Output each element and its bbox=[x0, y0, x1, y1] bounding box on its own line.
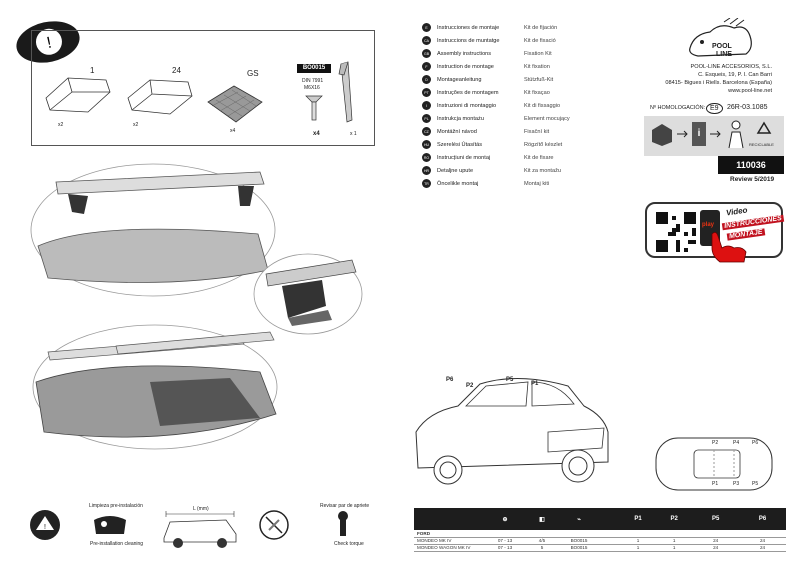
cleaning-step-bottom: Pre-installation cleaning bbox=[90, 541, 144, 547]
header-p6: P6 bbox=[739, 508, 786, 530]
homologation-number: 26R-03.1085 bbox=[727, 104, 768, 111]
car-measure-icon bbox=[163, 511, 237, 548]
torque-step-bottom: Check torque bbox=[334, 541, 364, 547]
arrow-icon bbox=[710, 130, 721, 138]
part-1-label: 1 bbox=[90, 66, 95, 75]
warning-icon: ! bbox=[35, 28, 62, 55]
bolt-icon bbox=[305, 95, 323, 121]
svg-text:!: ! bbox=[45, 34, 53, 52]
car-perspective-diagram bbox=[415, 378, 609, 485]
bolt-size: M6X16 bbox=[304, 85, 320, 91]
svg-text:!: ! bbox=[44, 524, 46, 531]
fitment-table: ⊕ ◧ ⌁ P1 P2 P5 P6 FORD MONDEO MK IV 07 -… bbox=[414, 508, 786, 552]
torque-step-top: Revisar par de apriete bbox=[320, 503, 370, 509]
recycle-icon bbox=[756, 121, 772, 134]
position-p1: P1 bbox=[531, 381, 539, 387]
qr-code-icon[interactable] bbox=[656, 212, 696, 252]
position-p5-top: P5 bbox=[752, 481, 759, 487]
door-icon: ◧ bbox=[539, 516, 545, 523]
table-header-row: ⊕ ◧ ⌁ P1 P2 P5 P6 bbox=[414, 508, 786, 530]
key-qty: x 1 bbox=[350, 131, 357, 137]
part-24-illustration bbox=[127, 79, 193, 115]
position-p1-top: P1 bbox=[712, 481, 719, 487]
car-top-view-diagram bbox=[655, 437, 773, 491]
roof-bar-detail bbox=[30, 163, 276, 297]
warning-badge: ! bbox=[12, 15, 84, 69]
header-p2: P2 bbox=[656, 508, 693, 530]
header-doors: ◧ bbox=[526, 508, 558, 530]
box-icon bbox=[652, 124, 672, 146]
company-website[interactable]: www.pool-line.net bbox=[728, 88, 772, 94]
spray-icon bbox=[94, 516, 126, 534]
review-label: Review 5/2019 bbox=[730, 176, 775, 183]
cleaning-icon: ! bbox=[30, 510, 60, 540]
part-gs-qty: x4 bbox=[230, 128, 236, 134]
homologation-label: Nº HOMOLOGACIÓN: bbox=[650, 105, 706, 111]
measure-label: L (mm) bbox=[193, 506, 209, 512]
cleaning-step-top: Limpieza pre-instalación bbox=[89, 503, 143, 509]
position-p6: P6 bbox=[446, 377, 454, 383]
header-p5: P5 bbox=[692, 508, 740, 530]
hand-pointer-icon bbox=[711, 232, 747, 263]
position-p2-top: P2 bbox=[712, 440, 719, 446]
part-1-qty: x2 bbox=[58, 122, 64, 128]
header-kit: ⌁ bbox=[558, 508, 600, 530]
position-p2: P2 bbox=[466, 383, 474, 389]
position-p6-top: P6 bbox=[752, 440, 759, 446]
torque-wrench-icon bbox=[338, 511, 348, 536]
homologation-mark: E9 bbox=[706, 103, 723, 114]
position-p5: P5 bbox=[506, 377, 514, 383]
header-spacer bbox=[600, 508, 620, 530]
company-name: POOL-LINE ACCESORIOS, S.L. bbox=[690, 64, 772, 70]
recycle-label: RECICLABLE bbox=[749, 142, 774, 147]
parts-panel bbox=[31, 30, 375, 146]
position-p4-top: P4 bbox=[733, 440, 740, 446]
position-p3-top: P3 bbox=[733, 481, 740, 487]
brand-bottom: LINE bbox=[716, 51, 732, 58]
part-1-illustration bbox=[45, 77, 111, 113]
person-icon bbox=[728, 120, 744, 149]
foot-closeup bbox=[253, 253, 363, 335]
car-with-roof-bars bbox=[32, 324, 278, 450]
kit-code-badge: BO0015 bbox=[297, 64, 331, 73]
part-gs-pad bbox=[207, 85, 263, 123]
no-tool-icon bbox=[259, 510, 289, 540]
pool-line-logo bbox=[689, 18, 752, 57]
bolt-qty: x4 bbox=[313, 131, 320, 137]
part-gs-label: GS bbox=[247, 69, 259, 78]
manual-icon: i bbox=[692, 122, 706, 146]
part-24-qty: x2 bbox=[133, 122, 139, 128]
arrow-icon bbox=[677, 130, 688, 138]
header-model bbox=[414, 508, 484, 530]
address-line-2: 08415- Bigues i Riells. Barcelona (Españ… bbox=[665, 80, 772, 86]
part-24-label: 24 bbox=[172, 66, 181, 75]
table-row: FORD bbox=[414, 530, 786, 538]
brand-top: POOL bbox=[712, 43, 732, 50]
product-code-badge: 110036 bbox=[718, 156, 784, 174]
header-p1: P1 bbox=[620, 508, 657, 530]
allen-key-icon bbox=[338, 61, 353, 123]
address-line-1: C. Esqueis, 19, P. I. Can Barri bbox=[698, 72, 772, 78]
header-years: ⊕ bbox=[484, 508, 526, 530]
calendar-icon: ⊕ bbox=[502, 516, 508, 523]
screw-icon: ⌁ bbox=[577, 516, 581, 523]
din-label: DIN 7991 bbox=[302, 78, 324, 84]
company-address: POOL-LINE ACCESORIOS, S.L. C. Esqueis, 1… bbox=[612, 63, 772, 95]
play-label: play bbox=[702, 222, 715, 228]
